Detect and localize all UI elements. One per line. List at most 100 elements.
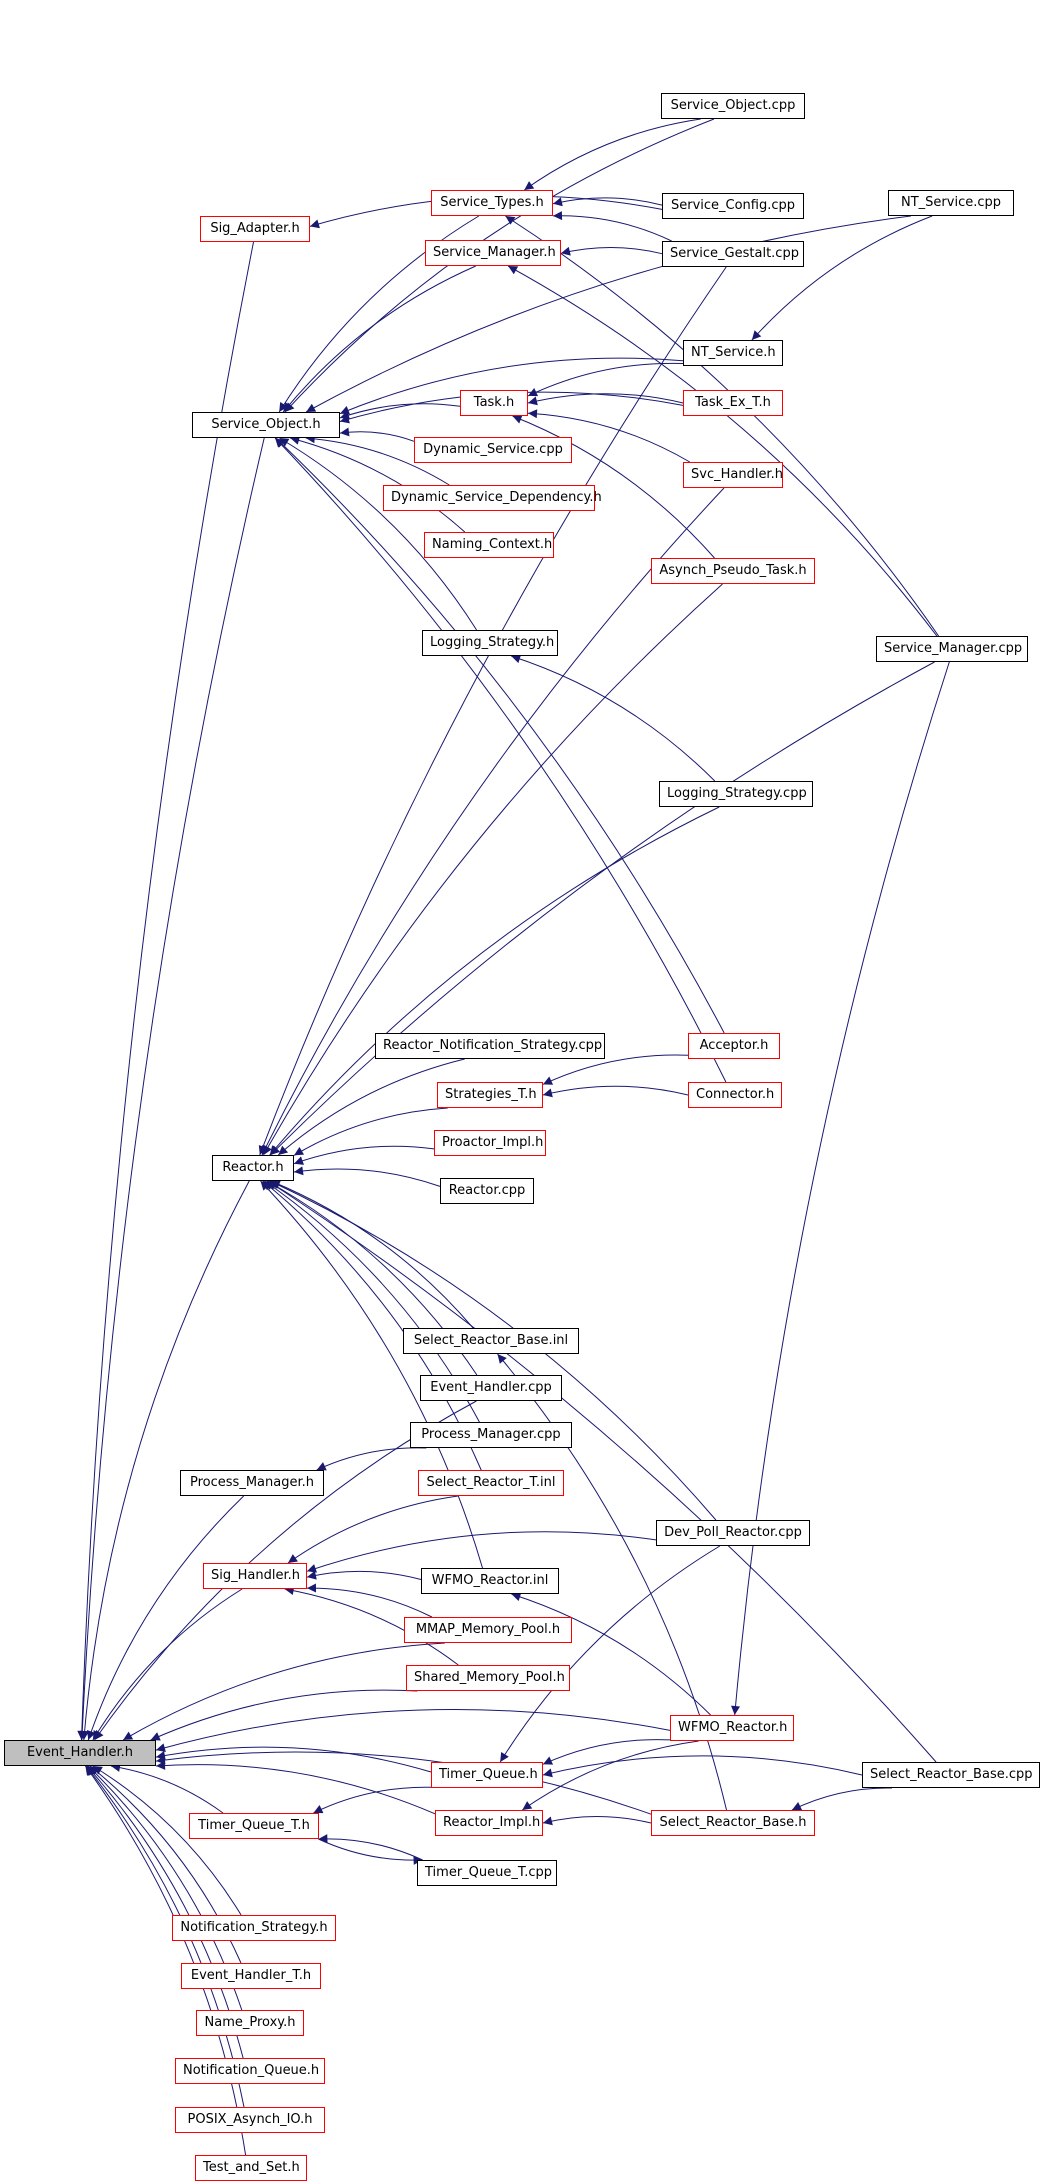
edge-notification-strategy-h-to-event-handler-h	[92, 1765, 242, 1916]
node-logging-strategy-h[interactable]: Logging_Strategy.h	[422, 630, 558, 656]
node-name-proxy-h[interactable]: Name_Proxy.h	[196, 2010, 304, 2036]
node-wfmo-reactor-h[interactable]: WFMO_Reactor.h	[670, 1715, 794, 1741]
edge-nt-service-h-to-service-object-h	[339, 357, 684, 415]
edge-select-reactor-base-inl-to-reactor-h	[270, 1180, 474, 1329]
node-select-reactor-base-cpp[interactable]: Select_Reactor_Base.cpp	[862, 1762, 1040, 1788]
node-timer-queue-h[interactable]: Timer_Queue.h	[431, 1762, 543, 1788]
edge-dynamic-service-cpp-to-service-object-h	[339, 427, 415, 442]
edge-service-manager-cpp-to-reactor-h	[270, 661, 935, 1156]
node-service-config-cpp[interactable]: Service_Config.cpp	[662, 193, 804, 219]
node-task-ex-t-h[interactable]: Task_Ex_T.h	[683, 390, 783, 416]
edge-dynamic-service-dependency-h-to-service-object-h	[305, 434, 450, 486]
node-timer-queue-t-cpp[interactable]: Timer_Queue_T.cpp	[417, 1860, 557, 1886]
edge-timer-queue-t-cpp-to-timer-queue-t-h	[318, 1834, 423, 1861]
node-wfmo-reactor-inl[interactable]: WFMO_Reactor.inl	[421, 1568, 559, 1594]
node-service-types-h[interactable]: Service_Types.h	[431, 190, 553, 216]
node-process-manager-cpp[interactable]: Process_Manager.cpp	[410, 1422, 572, 1448]
edge-test-and-set-h-to-event-handler-h	[84, 1765, 247, 2156]
edge-dev-poll-reactor-cpp-to-timer-queue-h	[499, 1545, 721, 1763]
edge-select-reactor-base-h-to-reactor-impl-h	[542, 1816, 652, 1826]
node-event-handler-cpp[interactable]: Event_Handler.cpp	[420, 1375, 562, 1401]
node-sig-handler-h[interactable]: Sig_Handler.h	[203, 1563, 307, 1589]
node-dynamic-service-dependency-h[interactable]: Dynamic_Service_Dependency.h	[383, 485, 602, 511]
node-service-object-h[interactable]: Service_Object.h	[192, 412, 340, 438]
node-nt-service-h[interactable]: NT_Service.h	[683, 340, 783, 366]
edge-mmap-memory-pool-h-to-sig-handler-h	[306, 1583, 433, 1618]
edge-dev-poll-reactor-cpp-to-sig-handler-h	[306, 1531, 657, 1573]
edge-nt-service-h-to-task-h	[527, 362, 684, 397]
edge-wfmo-reactor-inl-to-sig-handler-h	[306, 1570, 422, 1580]
node-process-manager-h[interactable]: Process_Manager.h	[180, 1470, 324, 1496]
edge-select-reactor-base-cpp-to-timer-queue-h	[542, 1755, 863, 1778]
edge-nt-service-cpp-to-nt-service-h	[751, 215, 933, 341]
edge-task-ex-t-h-to-task-h	[527, 393, 684, 406]
node-task-h[interactable]: Task.h	[460, 390, 528, 416]
edge-service-types-h-to-service-object-h	[278, 215, 480, 413]
node-select-reactor-t-inl[interactable]: Select_Reactor_T.inl	[418, 1470, 564, 1496]
node-dynamic-service-cpp[interactable]: Dynamic_Service.cpp	[414, 437, 572, 463]
edge-acceptor-h-to-service-object-h	[275, 437, 725, 1034]
edge-reactor-notification-strategy-cpp-to-reactor-h	[277, 1058, 465, 1156]
edge-process-manager-h-to-event-handler-h	[86, 1495, 245, 1741]
edge-wfmo-reactor-h-to-wfmo-reactor-inl	[511, 1592, 711, 1716]
node-logging-strategy-cpp[interactable]: Logging_Strategy.cpp	[659, 781, 813, 807]
edge-mmap-memory-pool-h-to-event-handler-h	[122, 1642, 445, 1741]
edge-sig-handler-h-to-event-handler-h	[92, 1588, 243, 1741]
edge-service-manager-cpp-to-service-manager-h	[507, 265, 938, 637]
node-reactor-h[interactable]: Reactor.h	[212, 1155, 294, 1181]
edge-wfmo-reactor-h-to-event-handler-h	[155, 1709, 671, 1753]
edge-timer-queue-h-to-timer-queue-t-h	[313, 1786, 432, 1814]
node-service-manager-cpp[interactable]: Service_Manager.cpp	[876, 636, 1028, 662]
edge-svc-handler-h-to-reactor-h	[261, 487, 725, 1156]
edge-service-config-cpp-to-service-types-h	[552, 197, 663, 207]
edge-wfmo-reactor-h-to-reactor-impl-h	[522, 1740, 699, 1811]
node-timer-queue-t-h[interactable]: Timer_Queue_T.h	[189, 1813, 319, 1839]
edge-connector-h-to-strategies-t-h	[542, 1085, 689, 1098]
node-connector-h[interactable]: Connector.h	[688, 1082, 782, 1108]
node-reactor-notification-strategy-cpp[interactable]: Reactor_Notification_Strategy.cpp	[375, 1033, 605, 1059]
edge-dev-poll-reactor-cpp-to-reactor-h	[269, 1180, 717, 1521]
edge-select-reactor-base-h-to-event-handler-h	[155, 1751, 652, 1815]
edge-service-gestalt-cpp-to-service-manager-h	[560, 246, 663, 256]
node-asynch-pseudo-task-h[interactable]: Asynch_Pseudo_Task.h	[651, 558, 815, 584]
edge-select-reactor-base-cpp-to-reactor-h	[267, 1180, 937, 1763]
node-proactor-impl-h[interactable]: Proactor_Impl.h	[434, 1130, 546, 1156]
node-service-gestalt-cpp[interactable]: Service_Gestalt.cpp	[662, 241, 804, 267]
edge-service-object-h-to-event-handler-h	[77, 437, 265, 1741]
node-dev-poll-reactor-cpp[interactable]: Dev_Poll_Reactor.cpp	[656, 1520, 810, 1546]
node-select-reactor-base-inl[interactable]: Select_Reactor_Base.inl	[403, 1328, 579, 1354]
node-select-reactor-base-h[interactable]: Select_Reactor_Base.h	[651, 1810, 815, 1836]
node-mmap-memory-pool-h[interactable]: MMAP_Memory_Pool.h	[404, 1617, 572, 1643]
edge-service-gestalt-cpp-to-reactor-h	[258, 266, 727, 1156]
node-naming-context-h[interactable]: Naming_Context.h	[424, 532, 554, 558]
edge-process-manager-cpp-to-process-manager-h	[316, 1447, 427, 1471]
node-posix-asynch-io-h[interactable]: POSIX_Asynch_IO.h	[175, 2107, 325, 2133]
node-shared-memory-pool-h[interactable]: Shared_Memory_Pool.h	[406, 1665, 570, 1691]
edge-wfmo-reactor-h-to-timer-queue-h	[542, 1739, 671, 1765]
edge-layer	[77, 118, 950, 2156]
node-sig-adapter-h[interactable]: Sig_Adapter.h	[200, 216, 310, 242]
edge-nt-service-cpp-to-service-object-h	[305, 215, 911, 413]
node-notification-strategy-h[interactable]: Notification_Strategy.h	[172, 1915, 336, 1941]
edge-timer-queue-h-to-event-handler-h	[155, 1746, 432, 1773]
edge-logging-strategy-h-to-service-object-h	[279, 437, 478, 631]
node-acceptor-h[interactable]: Acceptor.h	[688, 1033, 780, 1059]
node-notification-queue-h[interactable]: Notification_Queue.h	[175, 2058, 325, 2084]
node-event-handler-t-h[interactable]: Event_Handler_T.h	[181, 1963, 321, 1989]
node-strategies-t-h[interactable]: Strategies_T.h	[437, 1082, 543, 1108]
node-service-manager-h[interactable]: Service_Manager.h	[425, 240, 561, 266]
edge-reactor-impl-h-to-event-handler-h	[155, 1760, 436, 1815]
node-test-and-set-h[interactable]: Test_and_Set.h	[195, 2155, 307, 2181]
node-reactor-cpp[interactable]: Reactor.cpp	[440, 1178, 534, 1204]
node-reactor-impl-h[interactable]: Reactor_Impl.h	[435, 1810, 543, 1836]
edge-logging-strategy-cpp-to-logging-strategy-h	[511, 654, 716, 782]
node-nt-service-cpp[interactable]: NT_Service.cpp	[888, 190, 1014, 216]
node-svc-handler-h[interactable]: Svc_Handler.h	[683, 462, 783, 488]
edge-shared-memory-pool-h-to-sig-handler-h	[284, 1586, 459, 1666]
edge-sig-adapter-h-to-event-handler-h	[77, 241, 254, 1741]
edge-service-gestalt-cpp-to-service-types-h	[552, 211, 672, 242]
node-service-object-cpp[interactable]: Service_Object.cpp	[661, 93, 805, 119]
edge-wfmo-reactor-inl-to-reactor-h	[260, 1180, 483, 1569]
edge-svc-handler-h-to-task-h	[527, 409, 691, 463]
